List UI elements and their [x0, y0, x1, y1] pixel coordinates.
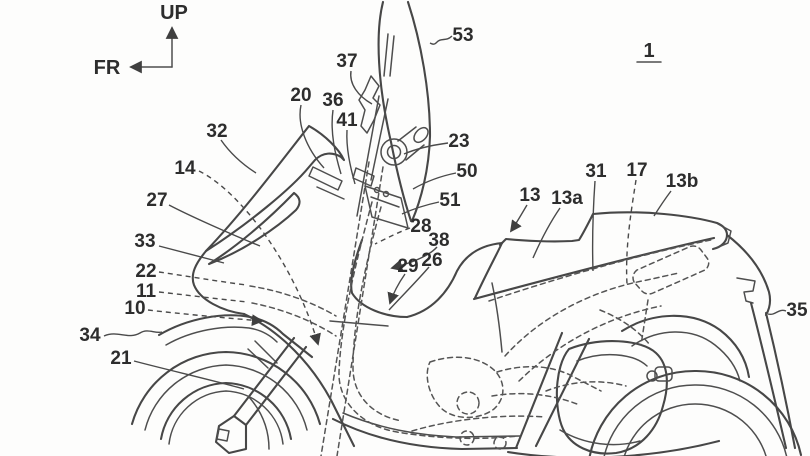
seat-outline — [472, 211, 732, 301]
ref-label-35: 35 — [786, 300, 808, 321]
front-fork — [214, 336, 308, 455]
ref-label-13a: 13a — [551, 188, 583, 209]
ref-label-20: 20 — [290, 85, 311, 106]
rear-wheel — [588, 369, 803, 456]
bracket-bolt — [382, 190, 390, 198]
ref-label-31: 31 — [585, 161, 607, 182]
steering-stem — [356, 95, 389, 217]
ref-label-37: 37 — [336, 51, 357, 72]
under-seat-curve — [405, 241, 504, 319]
front-axis-label: FR — [94, 57, 121, 79]
leader-lines — [103, 35, 787, 390]
rear-frame-rail — [504, 272, 680, 357]
axle-bracket — [214, 414, 248, 455]
ref-label-27: 27 — [146, 190, 167, 211]
tunnel-line — [329, 320, 389, 327]
ref-label-51: 51 — [439, 190, 461, 211]
mirror-boss-inner — [386, 144, 402, 160]
ref-label-41: 41 — [336, 110, 358, 131]
fork-tube — [232, 336, 308, 427]
ref-label-32: 32 — [206, 121, 227, 142]
fender-mount — [736, 277, 756, 304]
inner-shield-edge — [350, 238, 409, 319]
ref-label-50: 50 — [456, 161, 477, 182]
ref-label-26: 26 — [421, 250, 442, 271]
figure-number-text: 1 — [643, 40, 654, 62]
ref-label-53: 53 — [452, 25, 473, 46]
ref-label-13: 13 — [519, 185, 540, 206]
ref-label-38: 38 — [428, 230, 449, 251]
front-fender — [157, 314, 314, 369]
orientation-axis: UP FR — [94, 2, 188, 79]
ref-label-23: 23 — [448, 131, 469, 152]
ref-label-28: 28 — [410, 216, 431, 237]
air-cleaner-box — [632, 245, 710, 295]
transmission-case — [555, 340, 668, 455]
ref-label-11: 11 — [136, 281, 157, 302]
windscreen-garnish — [204, 124, 346, 253]
ref-label-33: 33 — [134, 231, 155, 252]
floor-rear-edge — [514, 331, 591, 450]
body-side-upper-edge — [472, 236, 716, 301]
floor-board — [331, 412, 521, 451]
steering-axis — [320, 161, 384, 456]
ref-label-17: 17 — [626, 160, 647, 181]
handlebar-assembly — [308, 33, 429, 229]
engine-unit — [506, 340, 721, 456]
mirror-stalk — [383, 33, 395, 77]
front-wheel — [130, 350, 322, 445]
leg-shield-lower — [242, 312, 356, 448]
rear-hugger-outer — [620, 314, 751, 379]
case-boss — [646, 370, 658, 382]
up-axis-label: UP — [160, 2, 188, 24]
handle-clamp — [352, 167, 375, 187]
under-body-line — [506, 439, 721, 456]
ref-label-13b: 13b — [666, 171, 699, 192]
mirror-cylinder — [397, 126, 425, 161]
ref-label-22: 22 — [135, 261, 156, 282]
rear-hugger-inner — [631, 331, 741, 382]
engine-internal — [426, 356, 504, 419]
ref-label-14: 14 — [174, 158, 196, 179]
ref-label-10: 10 — [124, 298, 145, 319]
front-cowl — [191, 124, 504, 448]
ref-label-21: 21 — [110, 348, 132, 369]
ref-label-29: 29 — [397, 256, 418, 277]
body-vertical-line — [491, 282, 503, 353]
ref-label-34: 34 — [79, 325, 101, 346]
brake-disc-edge — [248, 396, 270, 450]
case-bracket — [654, 366, 673, 382]
leg-shield-front — [191, 249, 246, 316]
windscreen-outline — [377, 0, 432, 223]
mirror-cylinder-cap — [413, 126, 429, 144]
figure-number: 1 — [636, 40, 662, 63]
inner-panel — [207, 191, 301, 266]
hidden-frame-dashed — [249, 161, 712, 456]
handle-grip — [308, 166, 345, 200]
ref-label-36: 36 — [322, 90, 343, 111]
mirror-boss — [380, 138, 408, 166]
rear-mudflap — [749, 301, 797, 450]
